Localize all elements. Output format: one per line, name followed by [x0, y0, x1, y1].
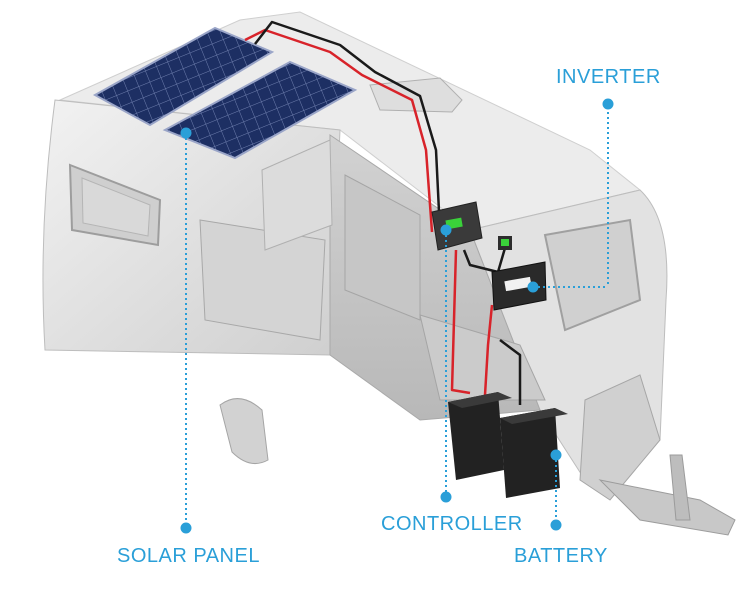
leader-dot-battery [550, 519, 562, 531]
leader-dot-battery-device [550, 449, 562, 461]
upper-shelf [261, 139, 333, 251]
solar-panel-icon [92, 26, 358, 160]
inverter-label: INVERTER [556, 66, 661, 88]
front-locker [579, 374, 661, 501]
jockey-wheel [669, 454, 691, 521]
front-window [543, 218, 642, 332]
inverter-icon [491, 261, 547, 311]
monitor-display [498, 236, 512, 250]
leader-dot-controller-device [440, 224, 452, 236]
leader-dot-inverter [602, 98, 614, 110]
wiring [244, 20, 522, 405]
drawbar [598, 479, 736, 536]
side-cutaway [199, 219, 326, 341]
leader-dot-solar-device [180, 127, 192, 139]
battery-label: BATTERY [514, 545, 608, 567]
solar-panel-label: SOLAR PANEL [117, 545, 260, 567]
leader-dot-inverter-device [527, 281, 539, 293]
leaders [180, 98, 614, 534]
leader-dot-controller [440, 491, 452, 503]
battery-icon [448, 392, 568, 498]
controller-label: CONTROLLER [381, 513, 523, 535]
wheel [219, 398, 269, 465]
interior-wall-panel [344, 174, 421, 321]
leader-dot-solar [180, 522, 192, 534]
